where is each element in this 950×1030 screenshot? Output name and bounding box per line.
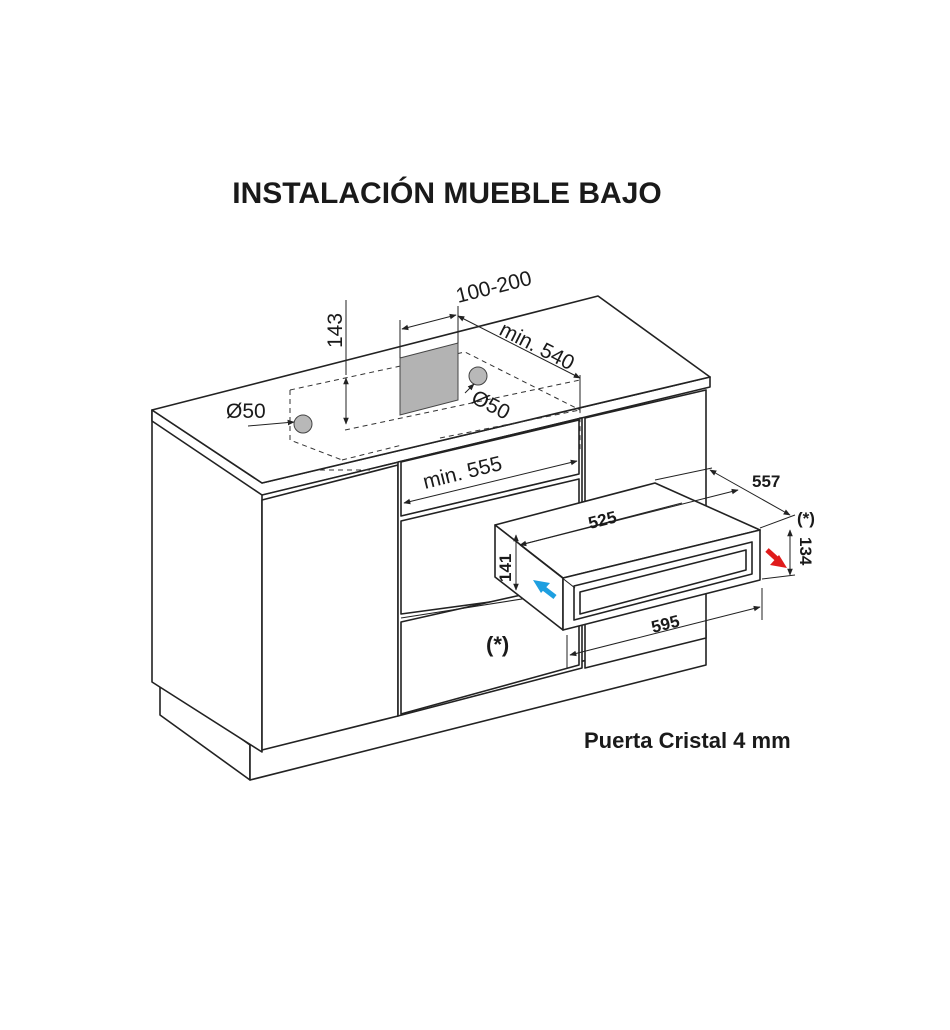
dim-diam-left-leader (247, 419, 295, 427)
air-exhaust-arrow (765, 548, 787, 568)
glass-door-caption: Puerta Cristal 4 mm (584, 728, 791, 753)
asterisk-drawer-label: (*) (486, 632, 509, 657)
dim-134-ext (761, 574, 796, 580)
diagram-title: INSTALACIÓN MUEBLE BAJO (232, 176, 661, 210)
cutout-outline (289, 351, 581, 471)
left-door (261, 464, 399, 751)
dim-525-line (519, 488, 739, 547)
dim-557-line (709, 469, 791, 516)
dim-540-line (457, 315, 581, 379)
dim-100-200-line (401, 313, 457, 331)
dim-134-label: 134 (796, 537, 815, 566)
dim-diam-left-label: Ø50 (226, 400, 266, 423)
dim-diam-right-leader (464, 383, 475, 394)
door-gap (261, 461, 399, 496)
dim-100-200-label: 100-200 (454, 267, 534, 308)
air-intake-arrow (533, 580, 557, 599)
dim-557-label: 557 (752, 472, 780, 491)
dim-595-line (569, 605, 761, 657)
dim-141-label: 141 (496, 554, 515, 582)
pipe-hole-left (293, 414, 313, 434)
pipe-hole-right (468, 366, 488, 386)
dim-555-line (403, 459, 578, 505)
asterisk-right-label: (*) (797, 509, 815, 528)
dim-143-label: 143 (324, 313, 347, 348)
ventilation-panel (399, 342, 459, 416)
appliance-edge (519, 544, 576, 589)
dim-557-ext-l (654, 467, 713, 481)
dim-557-ext-r (759, 514, 796, 529)
